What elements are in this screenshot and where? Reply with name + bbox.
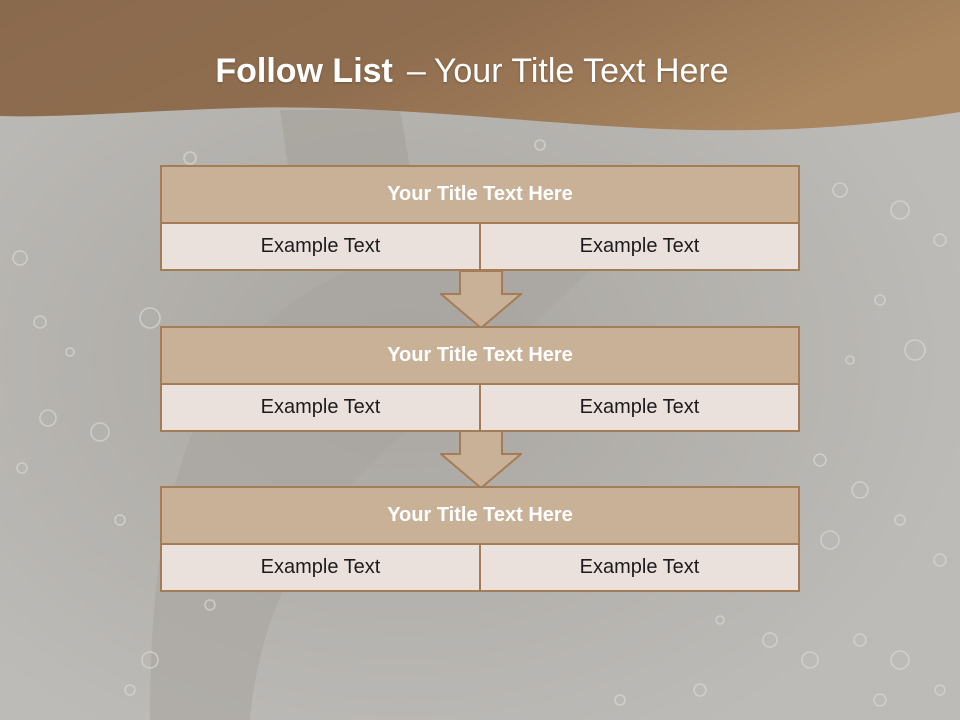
header-band <box>0 0 960 131</box>
step-cell-left: Example Text <box>260 396 381 418</box>
step-box-1: Your Title Text Here Example Text Exampl… <box>160 165 800 271</box>
slide-title-separator: – <box>406 52 426 90</box>
step-box-2: Your Title Text Here Example Text Exampl… <box>160 326 800 432</box>
step-title: Your Title Text Here <box>162 328 798 385</box>
step-box-3: Your Title Text Here Example Text Exampl… <box>160 486 800 592</box>
step-title: Your Title Text Here <box>162 167 798 224</box>
step-title: Your Title Text Here <box>162 488 798 545</box>
slide-title: Follow List–Your Title Text Here <box>0 52 944 91</box>
down-arrow-icon <box>440 430 522 490</box>
step-cells: Example Text Example Text <box>162 385 798 430</box>
step-cell-right: Example Text <box>479 224 798 269</box>
slide-title-bold: Follow List <box>215 52 393 90</box>
step-cells: Example Text Example Text <box>162 224 798 269</box>
step-cell-right: Example Text <box>479 385 798 430</box>
down-arrow-icon <box>440 270 522 330</box>
step-cell-left: Example Text <box>260 235 381 257</box>
step-cell-right: Example Text <box>479 545 798 590</box>
step-cells: Example Text Example Text <box>162 545 798 590</box>
slide-title-rest: Your Title Text Here <box>433 52 729 90</box>
step-cell-left: Example Text <box>260 556 381 578</box>
